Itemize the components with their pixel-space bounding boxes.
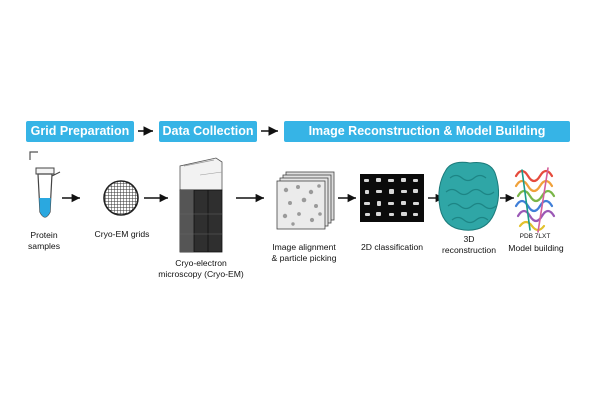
protein-tube-icon <box>29 151 61 218</box>
caption-classification: 2D classification <box>360 242 424 252</box>
caption-alignment: Image alignment & particle picking <box>271 242 337 263</box>
caption-reconstruction: 3D reconstruction <box>442 234 496 255</box>
micrograph-stack-icon <box>276 171 335 230</box>
microscope-icon <box>179 157 223 253</box>
caption-model-building: Model building <box>508 243 564 253</box>
caption-microscopy: Cryo-electron microscopy (Cryo-EM) <box>158 258 244 279</box>
stage-grid-preparation: Grid Preparation <box>26 121 134 142</box>
density-map-icon <box>438 161 500 231</box>
caption-cryo-em-grids: Cryo-EM grids <box>94 229 150 239</box>
caption-pdb-id: PDB 7LXT <box>519 233 551 240</box>
caption-protein-samples: Protein samples <box>28 230 60 251</box>
stage-image-reconstruction: Image Reconstruction & Model Building <box>284 121 570 142</box>
stage-data-collection: Data Collection <box>159 121 257 142</box>
class-averages-icon <box>360 174 424 222</box>
atomic-model-icon <box>514 167 556 233</box>
cryo-em-grid-icon <box>103 180 139 216</box>
